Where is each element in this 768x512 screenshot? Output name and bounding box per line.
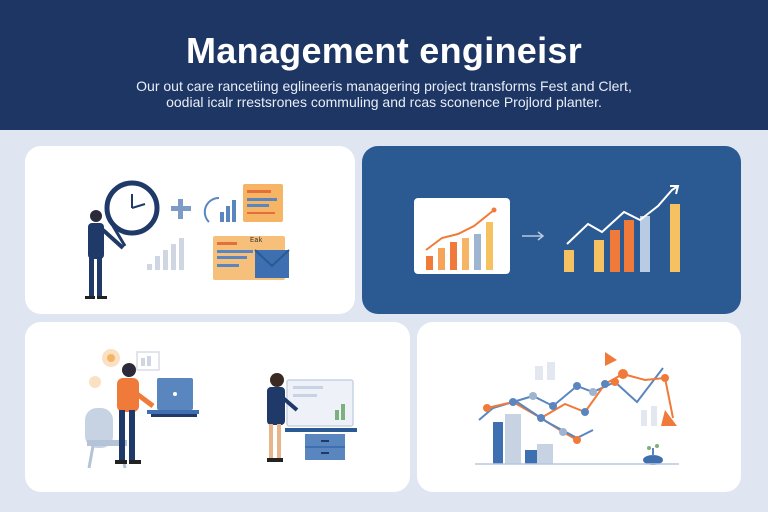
management-illustration bbox=[85, 180, 290, 299]
growth-illustration bbox=[414, 185, 680, 274]
decorative-badges-icon bbox=[89, 349, 160, 388]
plant-bowl-icon bbox=[643, 444, 663, 465]
clock-icon bbox=[104, 180, 160, 247]
subtitle-line-2: oodial icalr rrestsrones commuling and r… bbox=[166, 94, 602, 110]
card-team-work bbox=[25, 322, 410, 492]
network-nodes-icon bbox=[483, 369, 669, 444]
faint-bars-icon bbox=[535, 362, 657, 426]
desk-icon bbox=[285, 428, 357, 460]
megaphone-icon bbox=[605, 352, 677, 426]
laptop-icon bbox=[147, 378, 199, 417]
envelope-icon bbox=[254, 249, 290, 278]
plus-icon bbox=[171, 199, 191, 219]
woman-presenter-icon bbox=[267, 373, 299, 462]
network-illustration bbox=[475, 352, 679, 465]
monitor-icon bbox=[286, 379, 354, 427]
rising-bar-chart-icon bbox=[564, 185, 680, 272]
building-bars-icon bbox=[493, 414, 553, 464]
page-title: Management engineisr bbox=[185, 30, 583, 71]
faint-bar-chart-icon bbox=[147, 238, 184, 270]
subtitle-line-1: Our out care rancetiing eglineeris manag… bbox=[136, 78, 632, 94]
report-label: Eak bbox=[250, 237, 263, 245]
document-card-icon bbox=[243, 184, 283, 222]
arrow-right-icon bbox=[522, 231, 545, 241]
header-banner: Management engineisr Our out care rancet… bbox=[0, 0, 768, 130]
manager-figure-icon bbox=[85, 210, 125, 299]
gauge-icon bbox=[203, 196, 236, 223]
card-network-analytics bbox=[417, 322, 741, 492]
card-growth-charts bbox=[362, 146, 741, 314]
card-management-overview: Eak bbox=[25, 146, 355, 314]
worker-at-laptop-icon bbox=[115, 363, 155, 464]
chart-panel-icon bbox=[414, 198, 510, 274]
team-illustration bbox=[85, 349, 357, 469]
